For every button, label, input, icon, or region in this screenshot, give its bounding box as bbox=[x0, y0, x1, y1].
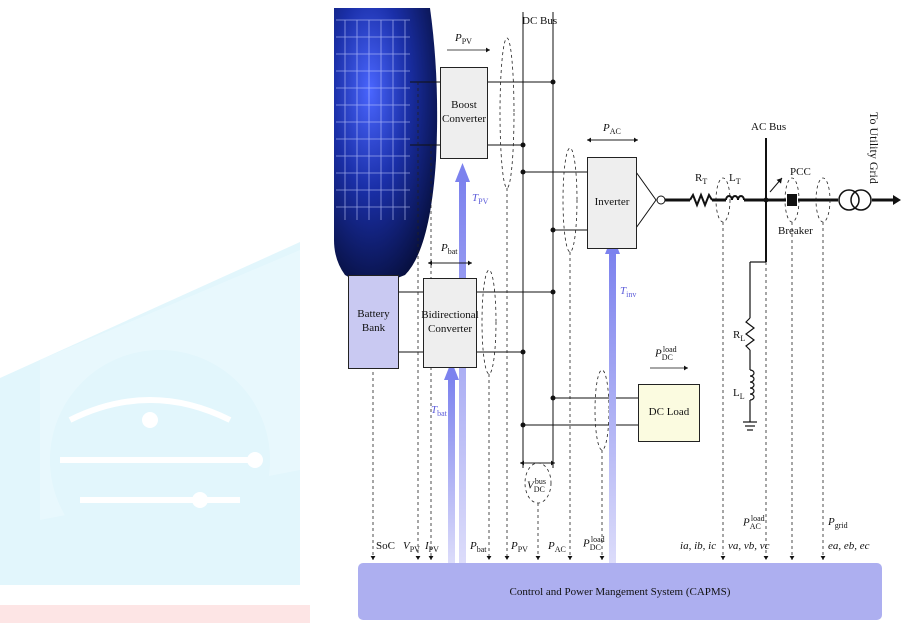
p-bat-meas-label: Pbat bbox=[470, 540, 487, 555]
lt-label: LT bbox=[729, 172, 741, 187]
pv-panel bbox=[334, 8, 438, 283]
p-dc-load-meas-label: PDCload bbox=[583, 535, 605, 552]
dc-load-block: DC Load bbox=[638, 384, 700, 442]
currents-meas-label: ia, ib, ic bbox=[680, 540, 717, 552]
p-grid-meas-label: Pgrid bbox=[828, 516, 848, 531]
v-pv-meas-label: VPV bbox=[403, 540, 420, 555]
breaker-label: Breaker bbox=[778, 225, 813, 237]
ll-label: LL bbox=[733, 387, 745, 402]
v-dc-bus-label: VDCbus bbox=[527, 477, 546, 494]
battery-bank-block: Battery Bank bbox=[348, 275, 399, 369]
capms-block: Control and Power Mangement System (CAPM… bbox=[358, 563, 882, 620]
bidirectional-converter-block: Bidirectional Converter bbox=[421, 278, 479, 368]
voltages-meas-label: va, vb, vc bbox=[728, 540, 770, 552]
boost-converter-block: Boost Converter bbox=[440, 67, 488, 159]
t-bat-label: Tbat bbox=[431, 404, 447, 419]
ac-bus-label: AC Bus bbox=[751, 121, 787, 133]
p-dc-load-label: PDCload bbox=[655, 345, 677, 362]
p-pv-meas-label: PPV bbox=[511, 540, 528, 555]
i-pv-meas-label: IPV bbox=[425, 540, 439, 555]
p-bat-label: Pbat bbox=[441, 242, 458, 257]
rt-label: RT bbox=[695, 172, 708, 187]
utility-grid-label: To Utility Grid bbox=[867, 112, 881, 184]
p-ac-label: PAC bbox=[603, 122, 621, 137]
rl-label: RL bbox=[733, 329, 746, 344]
soc-label: SoC bbox=[376, 540, 395, 552]
grid-e-meas-label: ea, eb, ec bbox=[828, 540, 870, 552]
watermark bbox=[0, 242, 310, 623]
p-ac-load-meas-label: PACload bbox=[743, 514, 765, 531]
inverter-block: Inverter bbox=[587, 157, 637, 249]
p-ac-meas-label: PAC bbox=[548, 540, 566, 555]
p-pv-label: PPV bbox=[455, 32, 472, 47]
t-inv-label: Tinv bbox=[620, 285, 637, 300]
pcc-label: PCC bbox=[790, 166, 811, 178]
t-pv-label: TPV bbox=[472, 192, 489, 207]
dc-bus-label: DC Bus bbox=[522, 15, 558, 27]
